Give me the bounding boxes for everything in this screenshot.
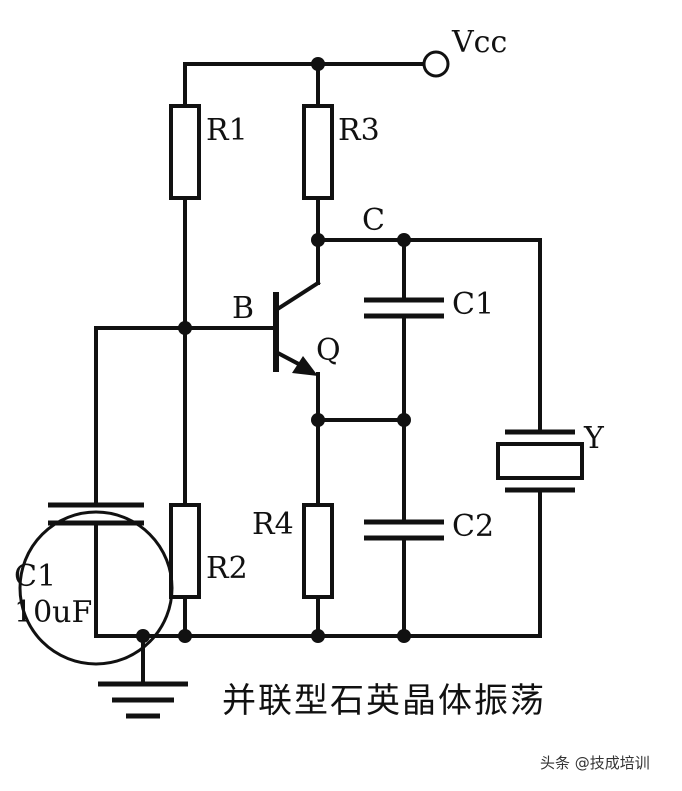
label-vcc: Vcc [451,25,507,60]
junction-dot [311,629,325,643]
ground-icon [98,634,188,719]
label-c2: C2 [452,509,494,544]
label-c-node: C [362,203,385,238]
label-y: Y [583,421,605,456]
label-c1: C1 [452,287,494,322]
resistor-r1 [169,62,201,330]
resistor-r2 [169,326,201,638]
capacitor-c1 [364,238,444,422]
label-b-node: B [232,291,254,326]
highlight-circle [18,510,174,666]
label-c1-left: C1 [14,559,56,594]
capacitor-c2 [364,418,444,638]
junction-dot [397,629,411,643]
transistor-q [273,280,321,422]
diagram-caption: 并联型石英晶体振荡 [222,681,546,721]
label-r1: R1 [206,113,248,148]
bypass-capacitor [48,502,144,638]
label-q: Q [316,333,341,368]
label-cap-value: 10uF [14,595,92,630]
emitter-node [311,413,411,427]
vcc-terminal [422,50,450,78]
vcc-rail [183,50,450,78]
collector-node [311,233,542,285]
junction-dot [178,629,192,643]
watermark: 头条 @技成培训 [540,754,650,772]
crystal-y [496,238,584,638]
resistor-r4 [302,418,334,638]
label-r3: R3 [338,113,380,148]
ground-rail [94,629,542,643]
label-r2: R2 [206,551,248,586]
emitter-arrow [292,356,318,376]
resistor-r3 [302,62,334,242]
label-r4: R4 [252,507,294,542]
